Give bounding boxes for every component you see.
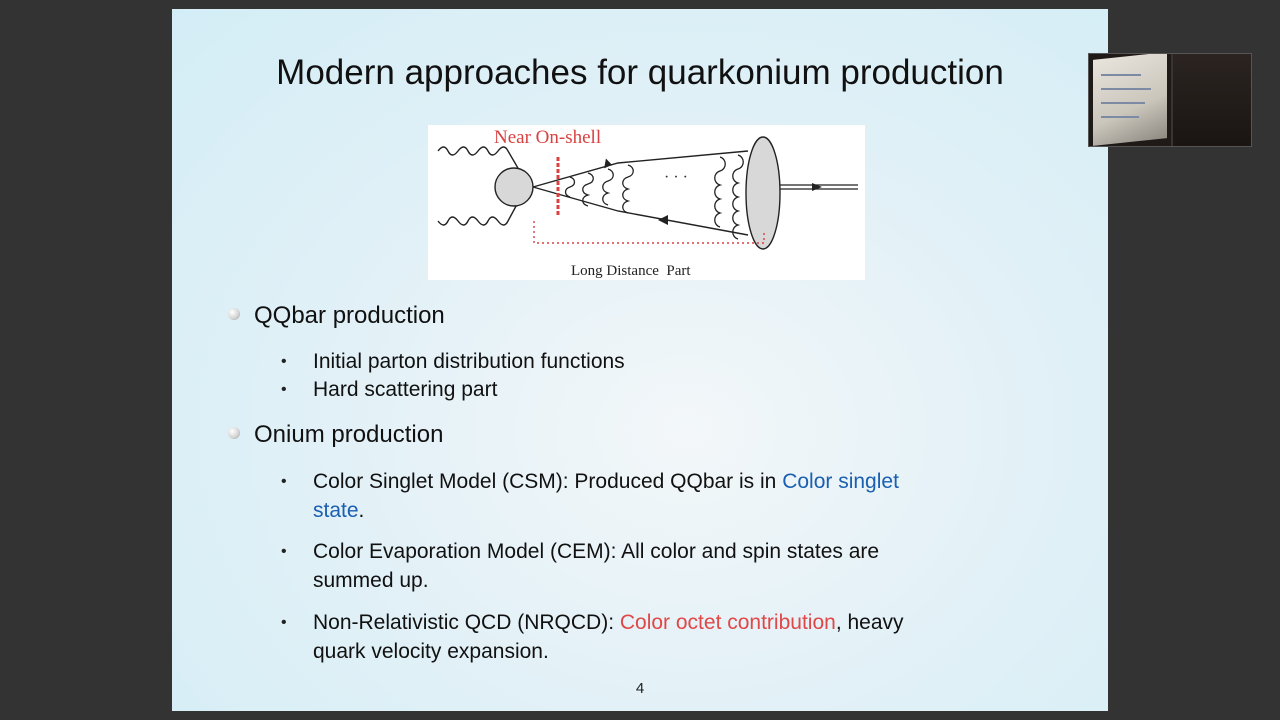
bullet-text: QQbar production: [254, 302, 445, 329]
bullet-small-icon: •: [281, 614, 287, 631]
slide-title: Modern approaches for quarkonium product…: [276, 53, 1004, 92]
arrow-out: [812, 183, 822, 191]
presentation-slide: Modern approaches for quarkonium product…: [172, 9, 1108, 711]
csm-text: Color Singlet Model (CSM): Produced QQba…: [313, 470, 783, 493]
bullet-small-icon: •: [281, 381, 287, 398]
bullet-qqbar-production: QQbar production: [228, 302, 445, 330]
gluon-line-lower: [437, 194, 523, 226]
arrow-lower: [658, 215, 668, 225]
sub-bullet-csm: • Color Singlet Model (CSM): Produced QQ…: [281, 467, 1033, 525]
bullet-dot-icon: [228, 308, 240, 320]
nrqcd-text-mid: , heavy: [835, 611, 904, 634]
bullet-text: Onium production: [254, 421, 444, 448]
sub-bullet-hard-scattering: • Hard scattering part: [281, 375, 1033, 404]
page-number: 4: [635, 680, 645, 697]
cem-text-cont: summed up.: [313, 569, 429, 592]
bullet-dot-icon: [228, 427, 240, 439]
nrqcd-text: Non-Relativistic QCD (NRQCD):: [313, 611, 620, 634]
feynman-diagram-svg: [437, 136, 858, 250]
nrqcd-highlight: Color octet contribution: [619, 611, 836, 634]
webcam-projected-screen: [1093, 54, 1167, 146]
long-distance-label: Long Distance Part: [571, 263, 691, 279]
near-on-shell-label: Near On-shell: [494, 127, 602, 148]
sub-bullet-nrqcd: • Non-Relativistic QCD (NRQCD): Color oc…: [281, 608, 1033, 666]
csm-period: .: [358, 499, 365, 522]
arrow-upper: [604, 158, 612, 169]
ellipsis-label: · · ·: [664, 169, 688, 186]
sub-bullet-cem: • Color Evaporation Model (CEM): All col…: [281, 537, 1033, 595]
gluon-line-upper: [437, 146, 523, 176]
sub-bullet-pdf: • Initial parton distribution functions: [281, 347, 1033, 376]
bullet-small-icon: •: [281, 543, 287, 560]
bullet-small-icon: •: [281, 353, 287, 370]
webcam-thumbnail: [1088, 53, 1252, 147]
sub-bullet-text: Hard scattering part: [313, 378, 498, 401]
bullet-small-icon: •: [281, 473, 287, 490]
csm-highlight: Color singlet: [782, 470, 899, 493]
feynman-diagram: Near On-shell · · · Long Distance Part: [428, 125, 865, 280]
nrqcd-text-cont: quark velocity expansion.: [313, 640, 549, 663]
long-distance-bracket: [533, 221, 765, 244]
hard-scatter-blob: [494, 167, 534, 207]
sub-bullet-text: Initial parton distribution functions: [313, 350, 625, 373]
quark-line-lower: [532, 186, 749, 236]
csm-highlight-cont: state: [313, 499, 359, 522]
quark-line-upper: [532, 150, 749, 188]
webcam-dark-area: [1173, 54, 1251, 146]
gluon-exchanges: [564, 154, 744, 240]
webcam-divider: [1171, 54, 1173, 146]
cem-text: Color Evaporation Model (CEM): All color…: [313, 540, 880, 563]
bullet-onium-production: Onium production: [228, 421, 444, 449]
onium-blob: [745, 136, 781, 250]
